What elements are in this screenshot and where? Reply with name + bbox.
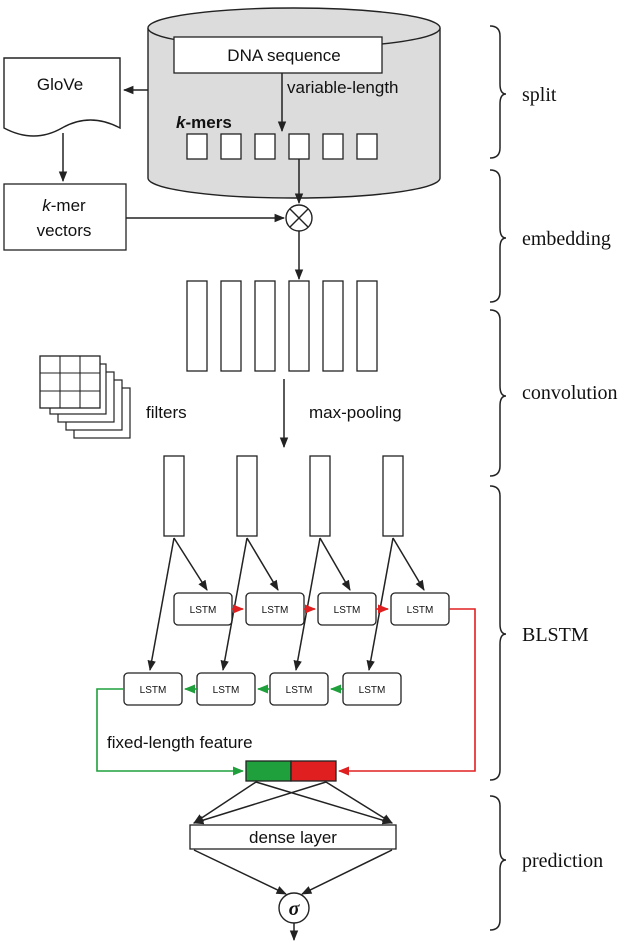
backward-output-arrow (96, 688, 245, 776)
multiply-operator-icon (285, 204, 313, 232)
feature-to-dense-arrow (255, 781, 394, 825)
input-to-backward-arrow (293, 537, 321, 672)
fixed-length-feature-label: fixed-length feature (107, 733, 253, 752)
lstm-label: LSTM (213, 685, 240, 696)
lstm-label: LSTM (140, 685, 167, 696)
filters-label: filters (146, 403, 187, 422)
kmer-box (288, 133, 310, 160)
kmer-vectors-line1: k-mer (42, 196, 86, 215)
embedding-column (288, 280, 310, 372)
input-to-forward-arrow (173, 537, 208, 591)
lstm-label: LSTM (190, 605, 217, 616)
embedding-column (356, 280, 378, 372)
lstm-label: LSTM (359, 685, 386, 696)
embedding-column (186, 280, 208, 372)
glove-document (3, 57, 121, 137)
dna-sequence-box (173, 36, 383, 74)
kmer-box (254, 133, 276, 160)
forward-output-arrow (337, 608, 476, 776)
max-pooling-label: max-pooling (309, 403, 402, 422)
backward-feature-segment (245, 760, 292, 782)
split-brace (489, 25, 507, 159)
input-to-forward-arrow (246, 537, 279, 591)
kmer-vectors-line2: vectors (37, 221, 92, 240)
feature-to-dense-arrow (193, 781, 257, 824)
dense-layer-box (189, 824, 397, 850)
feature-to-dense-arrow (192, 781, 327, 825)
pooled-feature-column (163, 455, 185, 537)
input-to-forward-arrow (319, 537, 351, 591)
prediction-brace (489, 795, 507, 931)
forward-feature-segment (290, 760, 337, 782)
pooled-feature-column (382, 455, 404, 537)
embedding-column (254, 280, 276, 372)
stage-label-embedding: embedding (522, 228, 611, 250)
stage-label-split: split (522, 84, 557, 106)
pooled-feature-column (309, 455, 331, 537)
kmer-box (220, 133, 242, 160)
dense-layer-label: dense layer (249, 828, 337, 847)
kmer-box (322, 133, 344, 160)
filters-stack-icon (39, 355, 131, 439)
kmer-box (186, 133, 208, 160)
stage-label-prediction: prediction (522, 850, 603, 872)
embedding-column (322, 280, 344, 372)
variable-length-label: variable-length (287, 78, 399, 97)
dna-sequence-label: DNA sequence (227, 46, 340, 65)
embedding-brace (489, 169, 507, 303)
lstm-label: LSTM (334, 605, 361, 616)
input-to-forward-arrow (392, 537, 425, 591)
input-to-backward-arrow (147, 537, 175, 672)
lstm-label: LSTM (286, 685, 313, 696)
pooled-feature-column (236, 455, 258, 537)
dense-to-output-arrow (193, 849, 287, 895)
stage-label-convolution: convolution (522, 382, 618, 404)
embedding-column (220, 280, 242, 372)
glove-label: GloVe (37, 75, 83, 94)
kmers-label: k-mers (176, 113, 232, 132)
convolution-brace (489, 309, 507, 477)
input-to-backward-arrow (366, 537, 394, 672)
stage-label-blstm: BLSTM (522, 624, 589, 646)
input-to-backward-arrow (220, 537, 248, 672)
lstm-label: LSTM (407, 605, 434, 616)
lstm-label: LSTM (262, 605, 289, 616)
feature-to-dense-arrow (325, 781, 393, 824)
kmer-vectors-box (3, 183, 127, 251)
kmer-box (356, 133, 378, 160)
sigmoid-icon: σ (289, 898, 301, 920)
blstm-brace (489, 485, 507, 781)
dense-to-output-arrow (301, 849, 393, 895)
